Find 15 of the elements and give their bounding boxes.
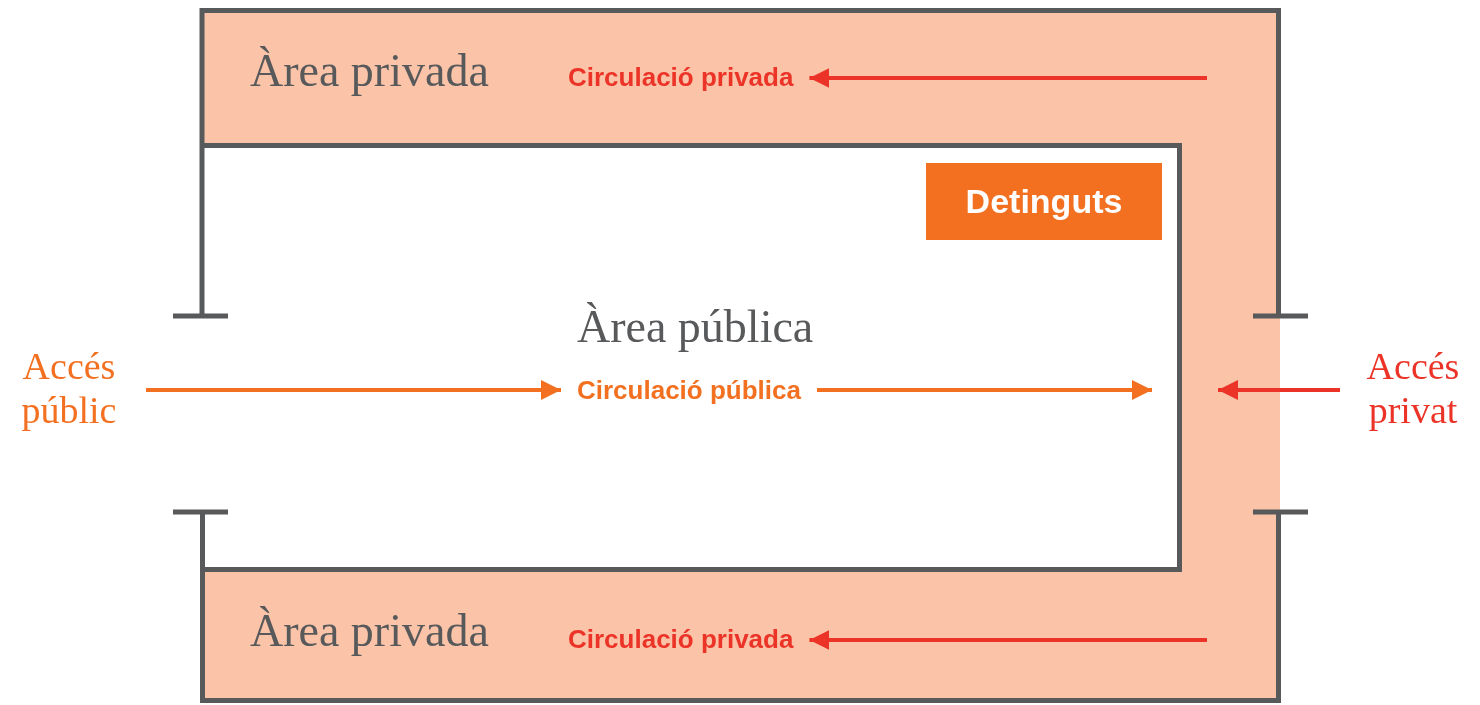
area-heading: Àrea privada <box>250 604 489 657</box>
arrow <box>809 630 1207 650</box>
access-label: Accés privat <box>1356 345 1470 433</box>
highlight-box: Detinguts <box>926 163 1162 240</box>
circulation-label: Circulació privada <box>568 63 794 93</box>
arrow <box>816 380 1152 400</box>
arrow <box>146 380 561 400</box>
arrow <box>1218 380 1340 400</box>
circulation-label: Circulació pública <box>577 376 801 406</box>
arrow <box>809 68 1207 88</box>
public-area <box>231 143 1182 572</box>
circulation-label: Circulació privada <box>568 625 794 655</box>
area-heading: Àrea privada <box>250 44 489 97</box>
area-heading: Àrea pública <box>577 300 814 353</box>
access-label: Accés públic <box>8 345 130 433</box>
